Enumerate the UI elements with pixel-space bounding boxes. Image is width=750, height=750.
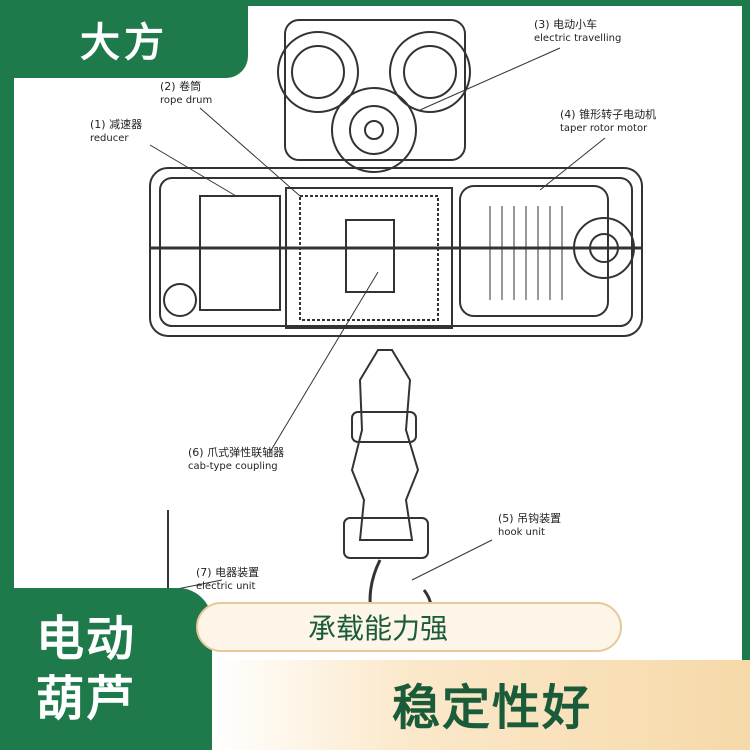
product-name-line-1: 电动 — [36, 611, 137, 667]
feature-2: 稳定性好 — [392, 680, 593, 736]
hoist-body — [149, 167, 643, 337]
brand-tab: 大方 — [0, 0, 248, 78]
frame-right — [742, 0, 750, 750]
frame-left — [0, 0, 14, 750]
hook-assembly — [343, 349, 434, 642]
brand-name: 大方 — [80, 20, 168, 66]
product-name-line-2: 葫芦 — [36, 671, 137, 727]
feature-pill: 承载能力强 — [196, 602, 622, 652]
trolley-wheels — [277, 19, 471, 173]
frame-top — [0, 0, 750, 6]
feature-1: 承载能力强 — [308, 612, 449, 645]
electric-unit-pole — [160, 510, 176, 591]
product-name-block: 电动 葫芦 — [0, 588, 212, 750]
bottom-bar — [212, 660, 750, 750]
